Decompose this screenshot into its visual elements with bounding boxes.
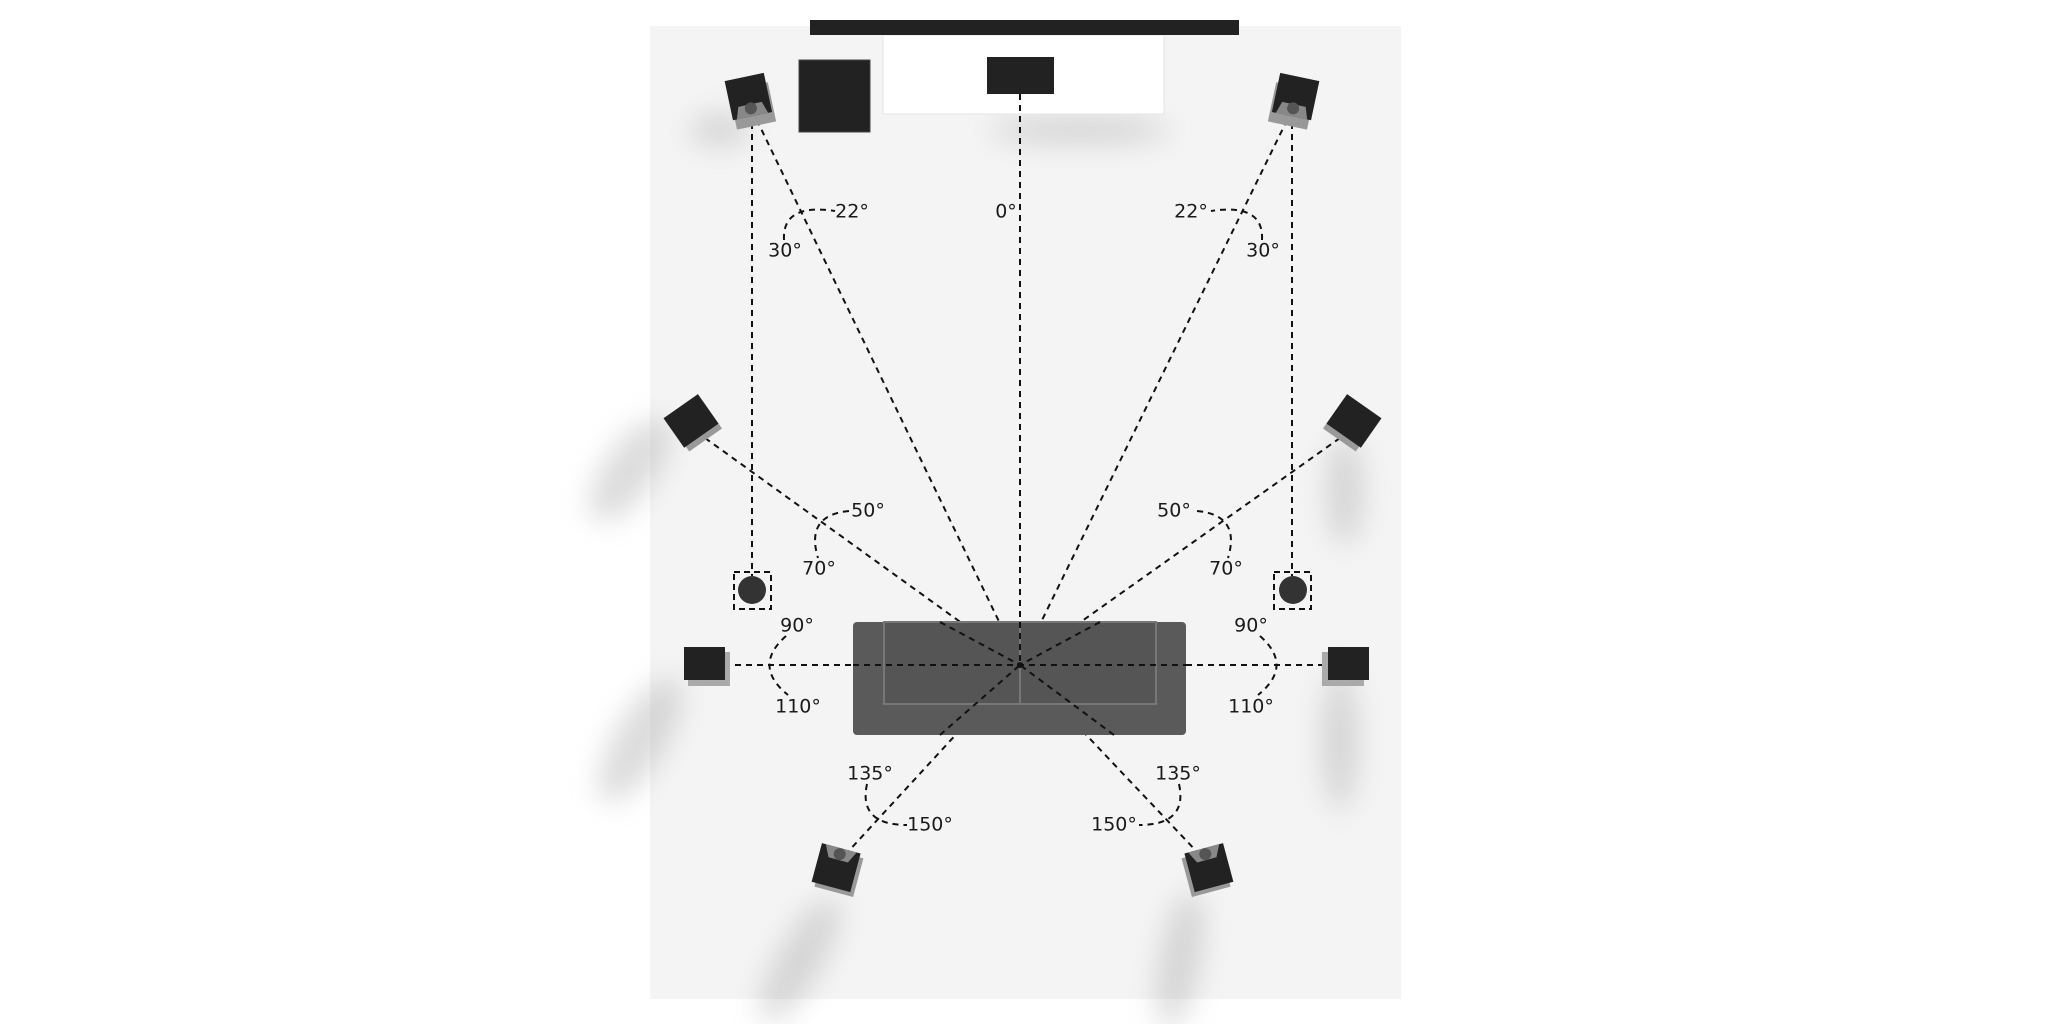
angle-label: 150° bbox=[907, 814, 953, 836]
front-left-speaker bbox=[724, 72, 777, 130]
rear-right-speaker bbox=[1181, 843, 1234, 898]
angle-label: 150° bbox=[1091, 814, 1137, 836]
listening-position bbox=[1017, 662, 1023, 668]
angle-label: 110° bbox=[1228, 696, 1274, 718]
ceiling-right-speaker bbox=[1273, 571, 1312, 610]
side-right-speaker bbox=[1322, 647, 1369, 686]
angle-label: 0° bbox=[995, 201, 1017, 223]
subwoofer bbox=[798, 59, 871, 133]
angle-label: 135° bbox=[1155, 763, 1201, 785]
angle-label: 50° bbox=[1157, 500, 1191, 522]
angle-label: 50° bbox=[851, 500, 885, 522]
center-speaker bbox=[987, 57, 1054, 94]
speaker-shadows bbox=[589, 114, 1363, 1024]
angle-label: 30° bbox=[1246, 240, 1280, 262]
sofa bbox=[853, 621, 1186, 736]
angle-label: 135° bbox=[847, 763, 893, 785]
ceiling-left-speaker bbox=[733, 571, 772, 610]
angle-label: 22° bbox=[1174, 201, 1208, 223]
wide-right-speaker bbox=[1322, 394, 1382, 452]
angle-label: 90° bbox=[1234, 615, 1268, 637]
angle-label: 90° bbox=[780, 615, 814, 637]
angle-label: 70° bbox=[802, 558, 836, 580]
angle-label: 30° bbox=[768, 240, 802, 262]
angle-arcs bbox=[768, 208, 1278, 826]
tv-screen bbox=[810, 20, 1239, 35]
rear-left-speaker bbox=[811, 843, 864, 898]
angle-label: 70° bbox=[1209, 558, 1243, 580]
angle-label: 110° bbox=[775, 696, 821, 718]
wide-left-speaker bbox=[663, 394, 723, 452]
front-right-speaker bbox=[1267, 72, 1320, 130]
side-left-speaker bbox=[684, 647, 730, 686]
room-floor bbox=[650, 26, 1401, 999]
angle-label: 22° bbox=[835, 201, 869, 223]
